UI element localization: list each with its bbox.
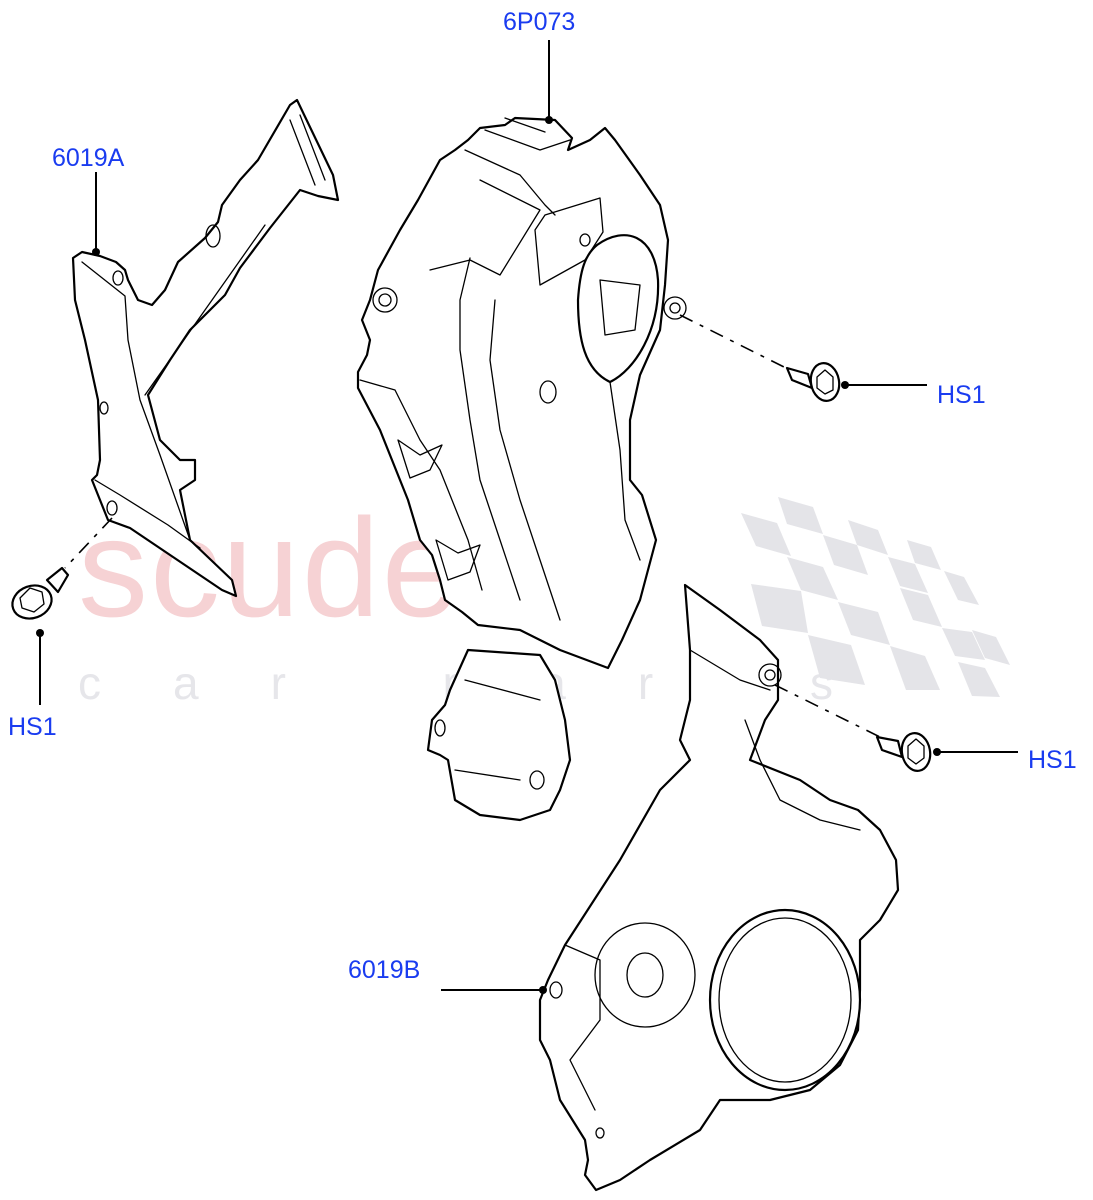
callout-HS1-lower-right[interactable]: HS1	[1028, 746, 1077, 774]
callout-HS1-upper-right[interactable]: HS1	[937, 381, 986, 409]
install-line-upper-right	[679, 314, 791, 371]
part-6019A-drawing[interactable]	[71, 98, 340, 598]
install-line-left	[64, 517, 113, 569]
checkered-flag-icon	[741, 497, 1010, 697]
part-6P073-lower-drawing[interactable]	[426, 648, 572, 822]
callout-6019B[interactable]: 6019B	[348, 956, 421, 984]
leader-lines	[36, 40, 1018, 994]
callout-6019A[interactable]: 6019A	[52, 144, 125, 172]
bolt-HS1-upper-right-drawing[interactable]	[785, 361, 842, 403]
callout-HS1-left[interactable]: HS1	[8, 713, 57, 741]
install-line-lower-right	[774, 684, 881, 738]
bolt-HS1-left-drawing[interactable]	[8, 566, 70, 624]
bolt-HS1-lower-right-drawing[interactable]	[875, 731, 933, 773]
part-6P073-drawing[interactable]	[356, 116, 687, 670]
callout-6P073[interactable]: 6P073	[503, 8, 576, 36]
part-6019B-drawing[interactable]	[538, 583, 900, 1192]
